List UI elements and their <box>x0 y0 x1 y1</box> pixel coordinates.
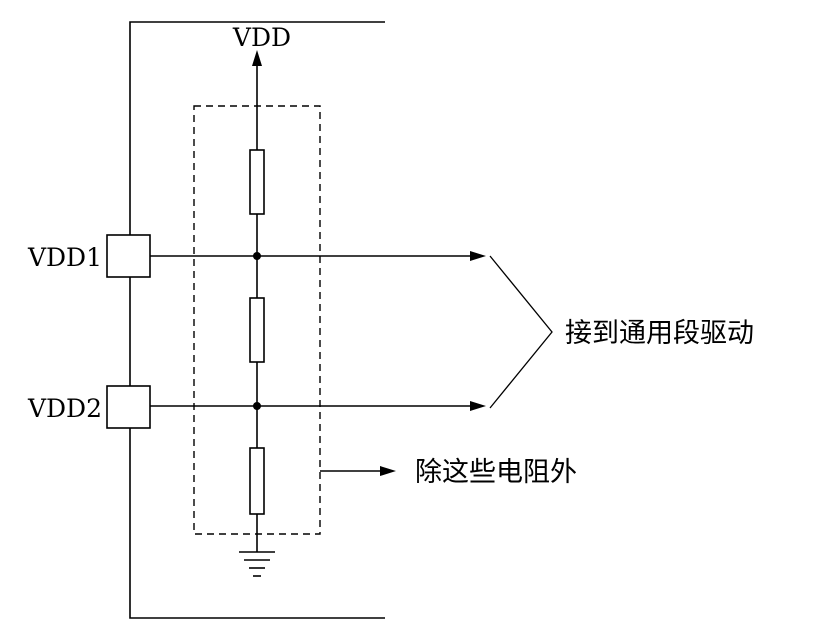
vdd-label: VDD <box>232 23 291 52</box>
vdd-arrow-icon <box>252 50 262 66</box>
vdd2-label: VDD2 <box>27 394 102 423</box>
chip-outline <box>129 21 385 619</box>
vdd1-arrow-icon <box>470 251 486 261</box>
segment-driver-label: 接到通用段驱动 <box>565 318 754 349</box>
vdd1-label: VDD1 <box>27 243 102 272</box>
resistor-r3 <box>249 447 265 515</box>
vdd2-pin-box <box>106 385 151 429</box>
vdd1-junction-dot <box>253 252 261 260</box>
vdd2-junction-dot <box>253 402 261 410</box>
vdd2-arrow-icon <box>470 401 486 411</box>
vdd1-pin-box <box>106 234 151 278</box>
except-resistors-label: 除这些电阻外 <box>415 457 577 488</box>
ground-icon <box>239 551 275 577</box>
callout-arrow-icon <box>380 466 396 476</box>
resistor-r2 <box>249 297 265 363</box>
resistor-r1 <box>249 149 265 215</box>
output-bracket <box>489 255 553 409</box>
